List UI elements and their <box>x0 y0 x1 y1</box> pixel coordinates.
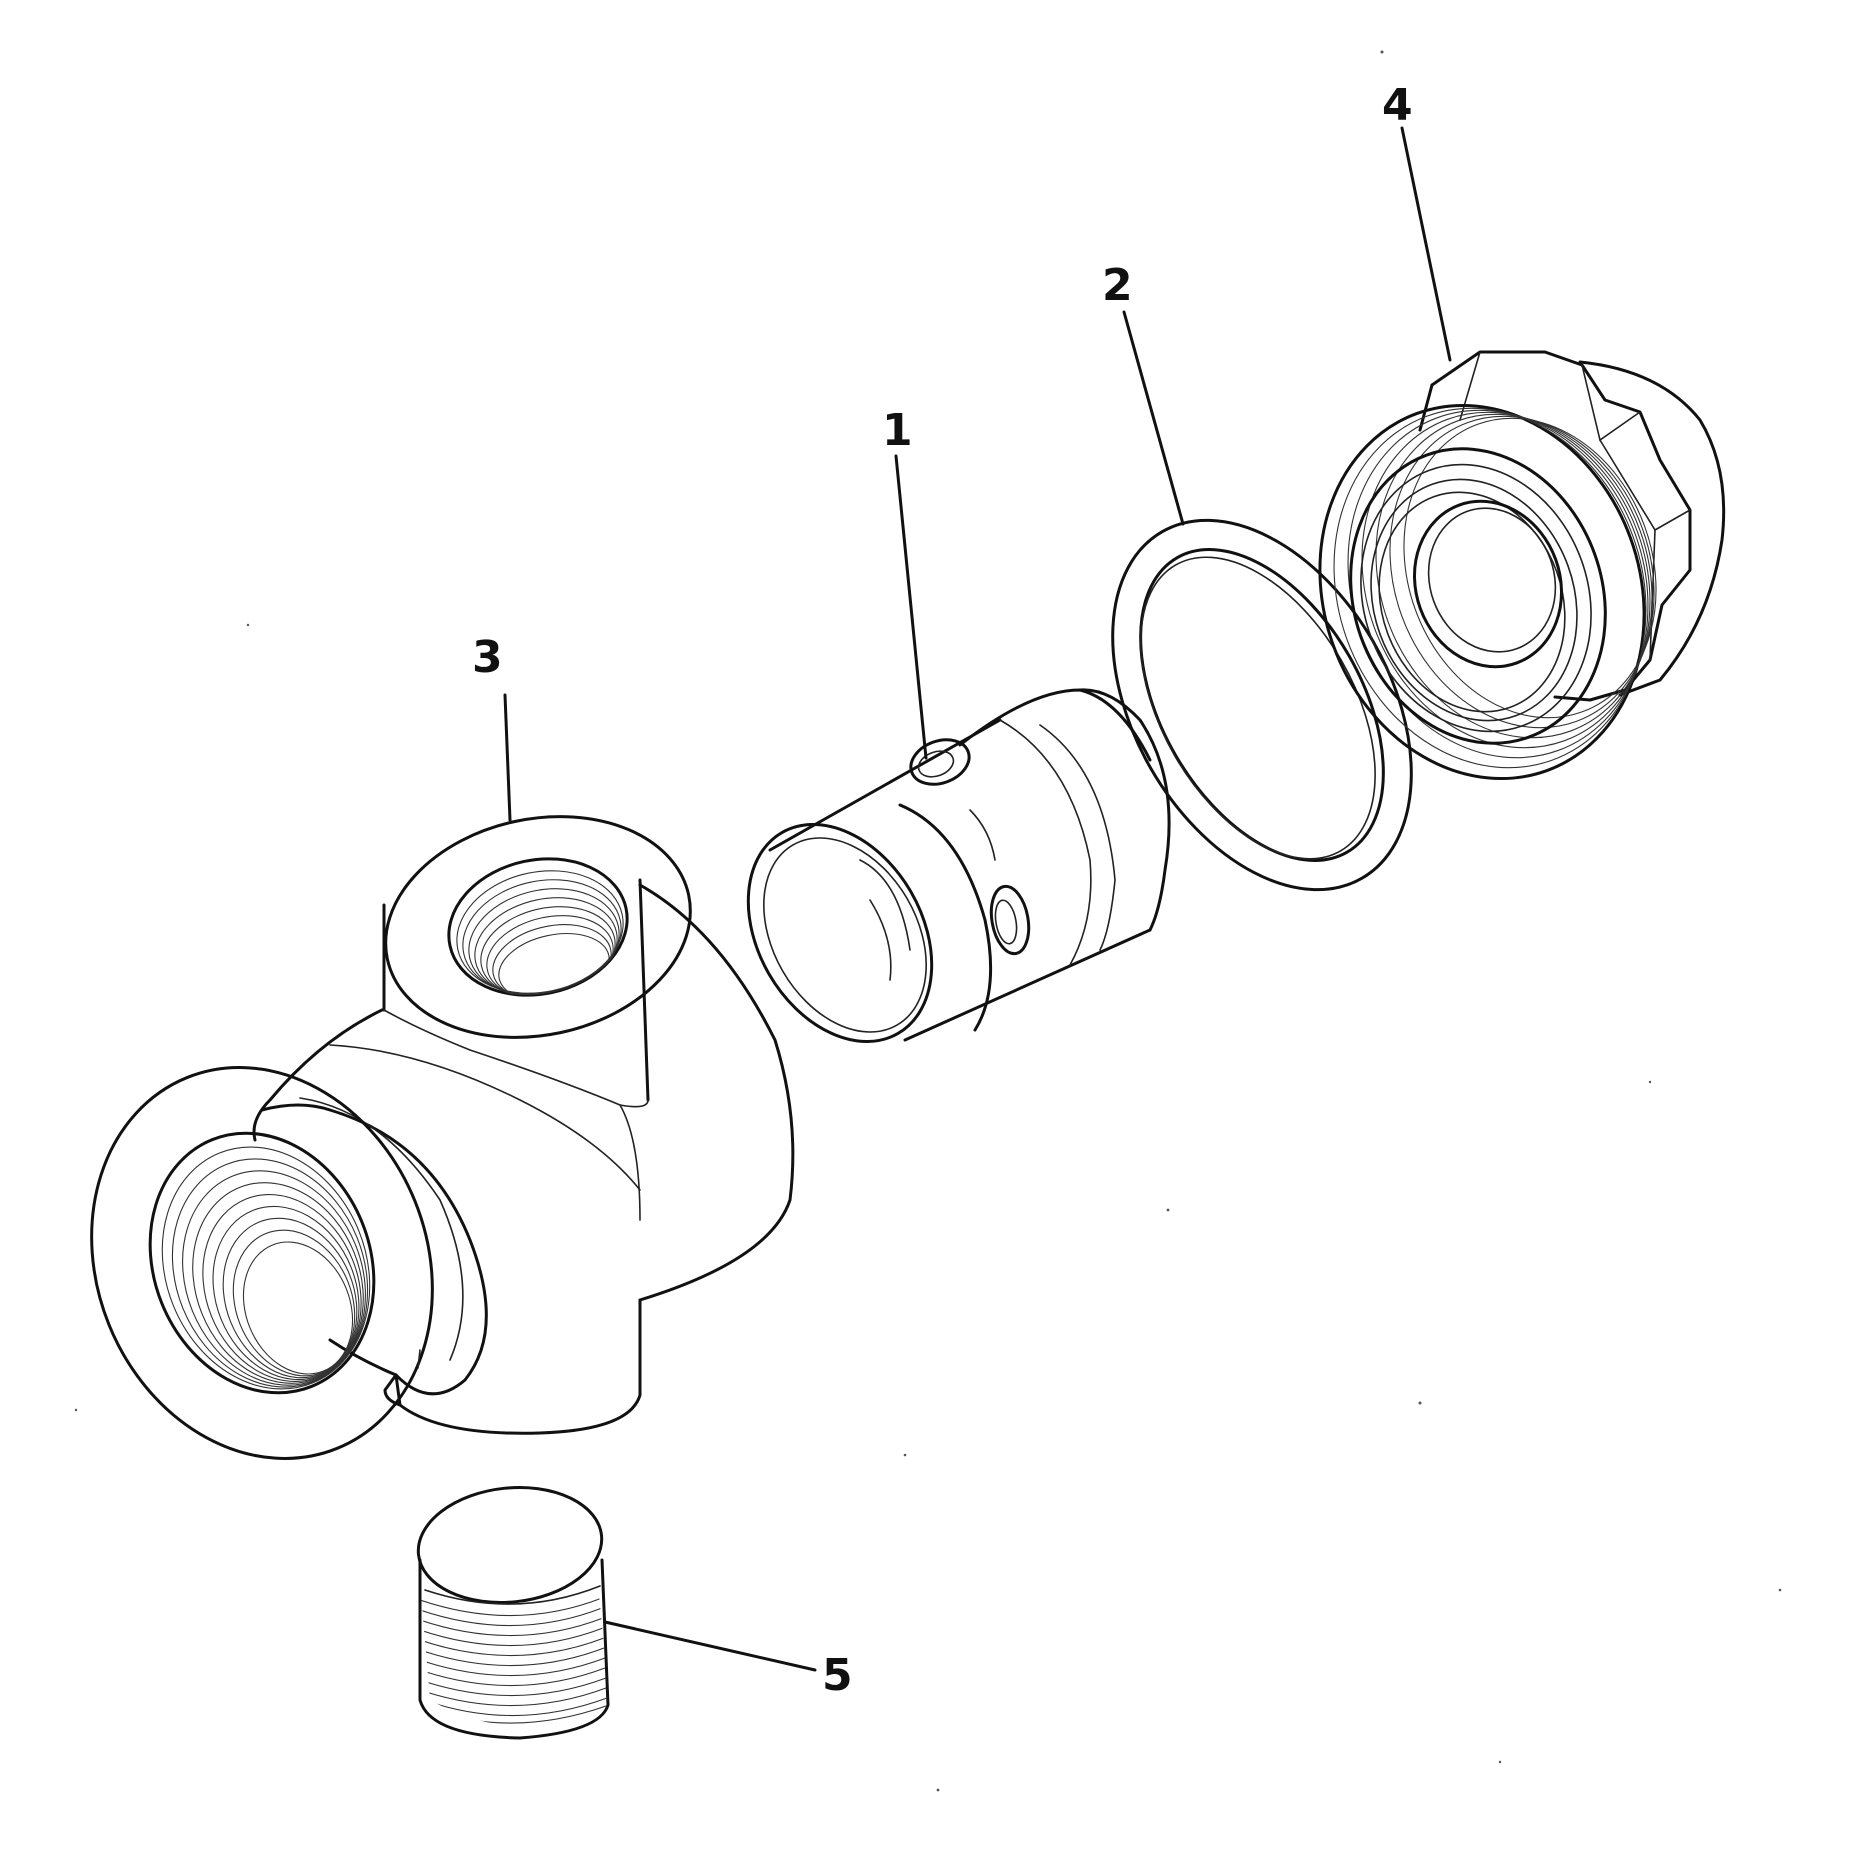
leader-5 <box>603 1620 817 1672</box>
callout-3: 3 <box>472 632 503 683</box>
leader-1 <box>894 454 928 760</box>
threaded-plug <box>416 1486 610 1740</box>
leader-2 <box>1122 310 1185 526</box>
plug-threads <box>420 1597 608 1724</box>
hex-nut-fitting <box>1318 350 1726 781</box>
leader-3 <box>503 693 512 822</box>
callout-labels: 1 2 3 4 5 <box>472 80 1413 1701</box>
tee-body <box>90 815 795 1460</box>
leader-4 <box>1400 126 1452 362</box>
leader-lines <box>503 126 1452 1672</box>
callout-4: 4 <box>1382 80 1413 131</box>
callout-1: 1 <box>882 405 913 456</box>
perforated-sleeve <box>746 688 1171 1044</box>
callout-2: 2 <box>1102 260 1133 311</box>
scan-specks <box>74 50 1782 1792</box>
callout-5: 5 <box>822 1650 853 1701</box>
